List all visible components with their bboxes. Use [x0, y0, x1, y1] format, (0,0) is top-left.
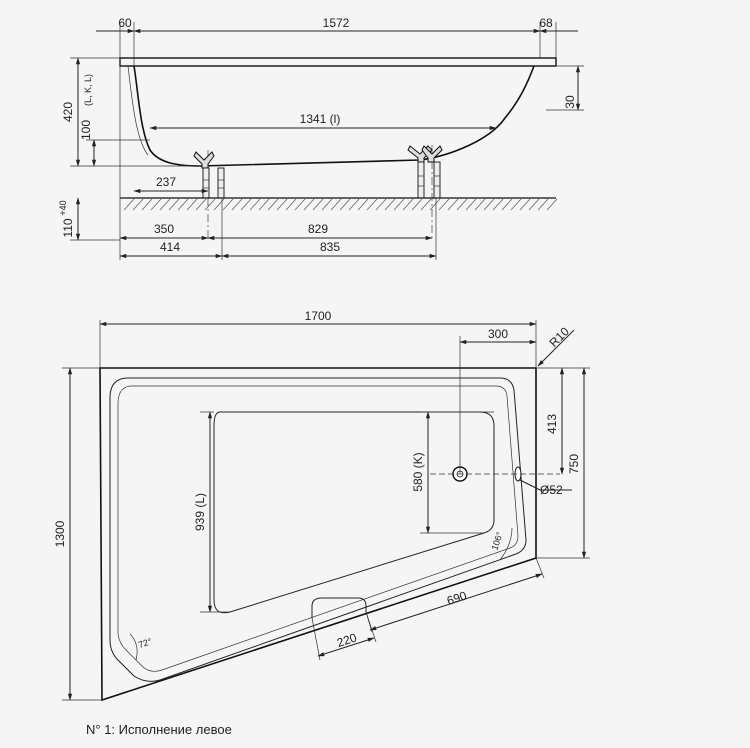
hatch-line [528, 198, 540, 211]
angle-72-arc [129, 633, 138, 661]
dim-60: 60 [118, 16, 132, 30]
hatch-line [501, 198, 513, 211]
hatch-line [330, 198, 342, 211]
hatch-line [492, 198, 504, 211]
side-view: 60 1572 68 420 100 (L, K, L) 110 +40 30 … [58, 16, 584, 260]
hatch-line [393, 198, 405, 211]
dim-110: 110 [61, 218, 75, 237]
angle-106: 106° [490, 530, 505, 551]
hatch-line [213, 198, 225, 211]
dim-line-690 [369, 573, 543, 631]
tub-body-inner [127, 65, 149, 156]
dim-1341: 1341 (l) [300, 112, 341, 126]
hatch-line [519, 198, 531, 211]
hatch-line [141, 198, 153, 211]
dim-750: 750 [567, 454, 581, 474]
hatch-line [438, 198, 450, 211]
dim-690: 690 [445, 588, 469, 608]
tub-rim [119, 57, 557, 67]
hatch-line [177, 198, 189, 211]
hatch-line [411, 198, 423, 211]
hatch-line [429, 198, 441, 211]
hatch-line [357, 198, 369, 211]
top-view: 1700 300 R10 1300 413 750 580 (K) Ø52 93… [53, 309, 590, 702]
dim-237: 237 [156, 175, 176, 189]
hatch-line [195, 198, 207, 211]
tub-rim-inner-2 [117, 385, 519, 672]
hatch-line [222, 198, 234, 211]
dim-1572: 1572 [323, 16, 350, 30]
hatch-line [186, 198, 198, 211]
hatch-line [348, 198, 360, 211]
dim-30: 30 [563, 95, 577, 109]
hatch-line [384, 198, 396, 211]
hatch-line [204, 198, 216, 211]
dim-414: 414 [160, 240, 180, 254]
hatch-line [267, 198, 279, 211]
hatch-line [249, 198, 261, 211]
angle-72: 72° [137, 636, 153, 650]
handle-recess [311, 597, 367, 618]
dim-413: 413 [545, 414, 559, 434]
dim-line-d52 [519, 479, 541, 491]
hatch-line [510, 198, 522, 211]
hatch-line [447, 198, 459, 211]
hatch-line [285, 198, 297, 211]
hatch-line [375, 198, 387, 211]
dim-835: 835 [320, 240, 340, 254]
tub-bottom [213, 411, 495, 614]
hatch-line [231, 198, 243, 211]
hatch-line [366, 198, 378, 211]
hatch-line [312, 198, 324, 211]
hatch-line [123, 198, 135, 211]
hatch-line [465, 198, 477, 211]
dim-220: 220 [335, 630, 359, 650]
hatch-line [159, 198, 171, 211]
floor-hatching [123, 198, 558, 211]
dim-110-sup: +40 [58, 200, 68, 215]
hatch-line [537, 198, 549, 211]
dim-line-r10 [537, 329, 575, 367]
hatch-line [240, 198, 252, 211]
dim-100: 100 [79, 120, 93, 140]
dim-1300: 1300 [53, 520, 67, 547]
dim-100-sub: (L, K, L) [83, 74, 93, 106]
dim-d52: Ø52 [540, 483, 563, 497]
hatch-line [420, 198, 432, 211]
dim-68: 68 [539, 16, 553, 30]
right-leg [407, 145, 443, 199]
hatch-line [132, 198, 144, 211]
dim-line-220 [317, 637, 375, 657]
hatch-line [168, 198, 180, 211]
hatch-line [276, 198, 288, 211]
dim-300: 300 [488, 327, 508, 341]
hatch-line [546, 198, 558, 211]
drawing-caption: N° 1: Исполнение левое [86, 722, 232, 737]
hatch-line [339, 198, 351, 211]
angle-106-arc [499, 527, 513, 561]
dim-r10: R10 [546, 324, 572, 350]
dim-1700: 1700 [305, 309, 332, 323]
dim-829: 829 [308, 222, 328, 236]
hatch-line [474, 198, 486, 211]
dim-350: 350 [154, 222, 174, 236]
hatch-line [258, 198, 270, 211]
hatch-line [303, 198, 315, 211]
tub-rim-inner [109, 377, 527, 682]
dim-420: 420 [61, 102, 75, 122]
tub-body-outline [133, 65, 535, 167]
dim-580: 580 (K) [411, 452, 425, 491]
hatch-line [483, 198, 495, 211]
hatch-line [150, 198, 162, 211]
hatch-line [321, 198, 333, 211]
hatch-line [402, 198, 414, 211]
hatch-line [456, 198, 468, 211]
hatch-line [294, 198, 306, 211]
dim-939: 939 (L) [193, 493, 207, 531]
